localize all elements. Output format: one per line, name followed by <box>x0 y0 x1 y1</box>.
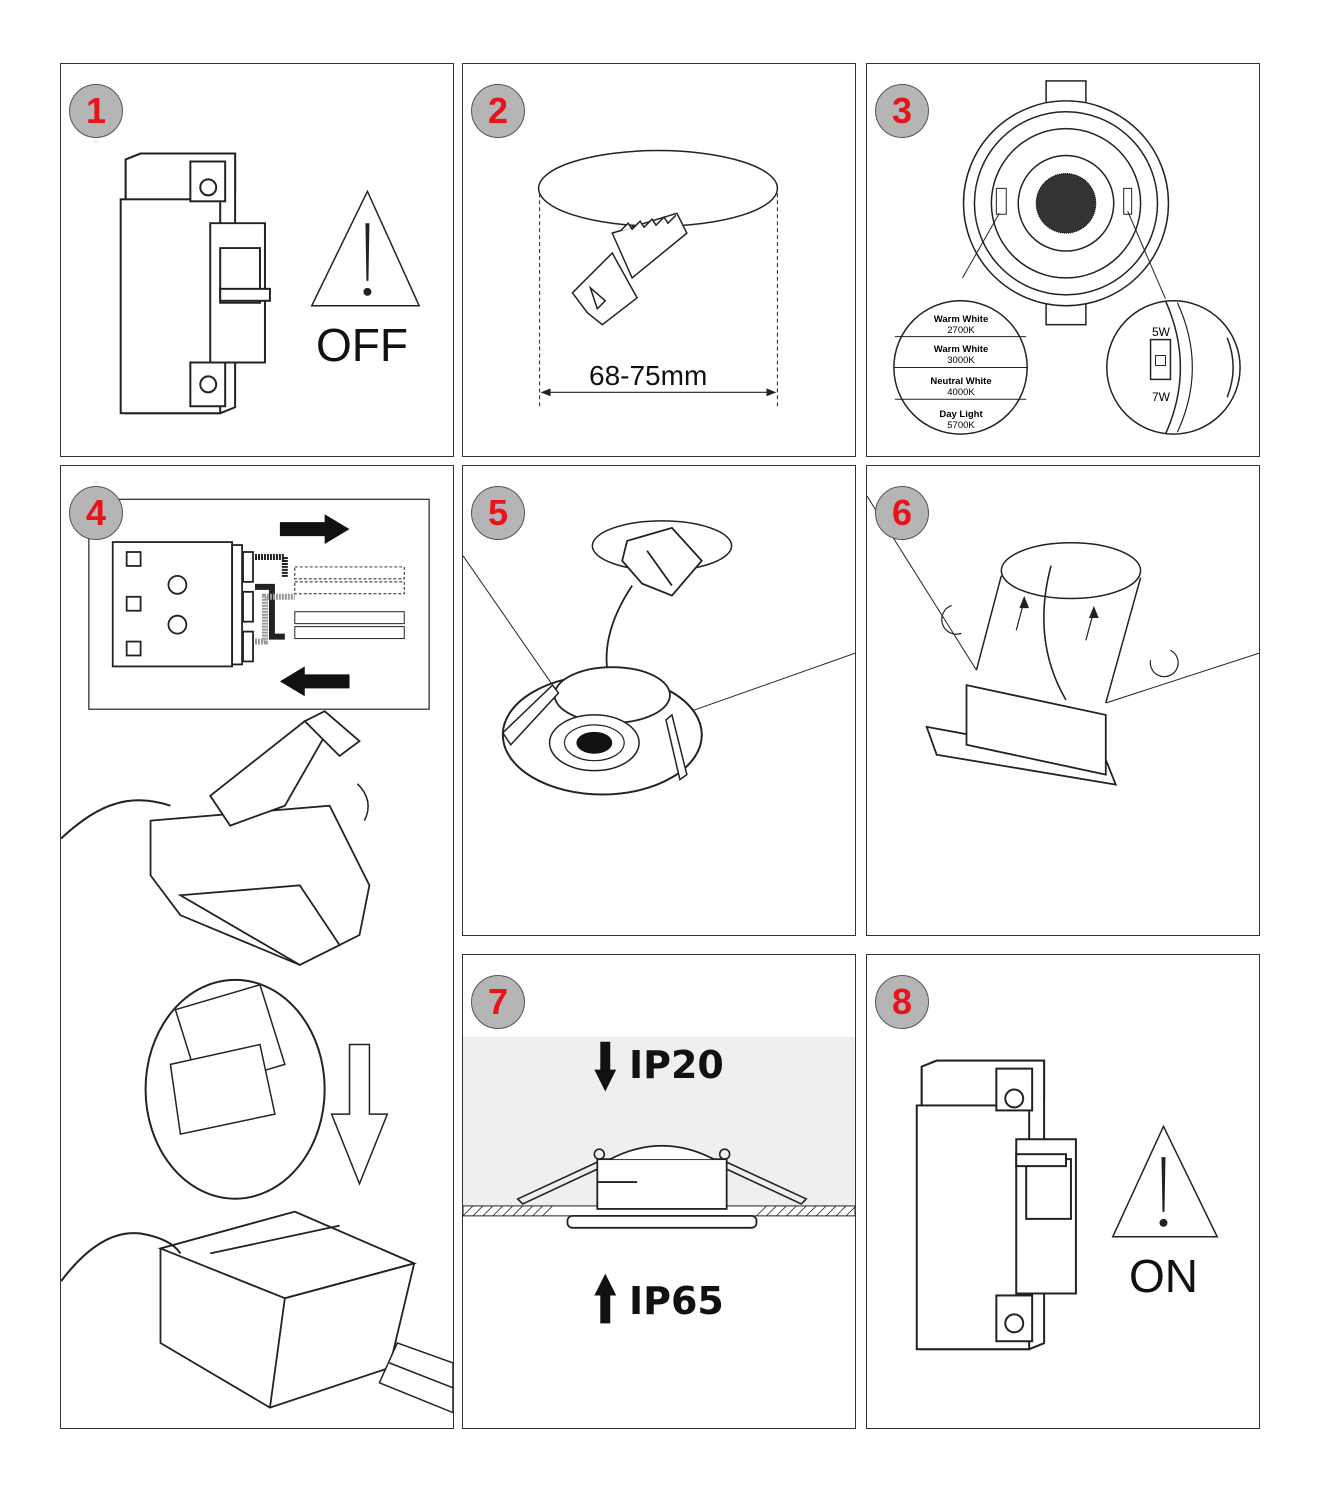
downlight-with-driver-illustration <box>463 520 855 796</box>
warning-triangle-icon <box>310 189 421 307</box>
step-6-panel: 6 <box>866 465 1260 936</box>
cut-hole-illustration <box>537 149 779 409</box>
step-3-badge: 3 <box>875 84 929 138</box>
step-4-panel: 4 <box>60 465 454 1429</box>
arrow-left-icon <box>279 666 350 697</box>
closed-connector <box>157 1210 417 1409</box>
ip65-label: IP65 <box>629 1279 724 1323</box>
step-5-panel: 5 <box>462 465 856 936</box>
ip20-label: IP20 <box>629 1043 724 1087</box>
step-2-panel: 2 68-75mm <box>462 63 856 457</box>
step-2-badge: 2 <box>471 84 525 138</box>
step-8-panel: 8 ON <box>866 954 1260 1429</box>
step-1-badge: 1 <box>69 84 123 138</box>
driver-box <box>621 526 703 597</box>
open-connector <box>149 710 371 966</box>
warning-triangle-icon <box>1111 1124 1219 1238</box>
step-8-badge: 8 <box>875 975 929 1029</box>
connector-wiring-illustration <box>61 498 453 1414</box>
arrow-right-icon <box>279 514 350 545</box>
arrow-down-icon <box>594 1041 617 1092</box>
on-label: ON <box>1129 1250 1198 1302</box>
saw-icon <box>571 212 688 326</box>
ip-rating-illustration <box>463 1036 855 1324</box>
hole-size-label: 68-75mm <box>589 360 708 391</box>
step-7-panel: 7 IP20 IP65 <box>462 954 856 1429</box>
circuit-breaker-on-illustration <box>915 1059 1219 1351</box>
step-5-badge: 5 <box>471 486 525 540</box>
step-7-badge: 7 <box>471 975 525 1029</box>
circuit-breaker-off-illustration <box>119 152 421 415</box>
arrow-down-icon <box>330 1043 389 1186</box>
step-4-badge: 4 <box>69 486 123 540</box>
downlight-switch-illustration <box>893 80 1241 435</box>
arrow-up-icon <box>594 1273 617 1324</box>
wattage-bottom-label: 7W <box>1152 390 1170 404</box>
spring-clip-install-illustration <box>867 495 1259 786</box>
wattage-top-label: 5W <box>1152 325 1170 339</box>
step-6-badge: 6 <box>875 486 929 540</box>
off-label: OFF <box>316 319 408 371</box>
step-1-panel: 1 OFF <box>60 63 454 457</box>
